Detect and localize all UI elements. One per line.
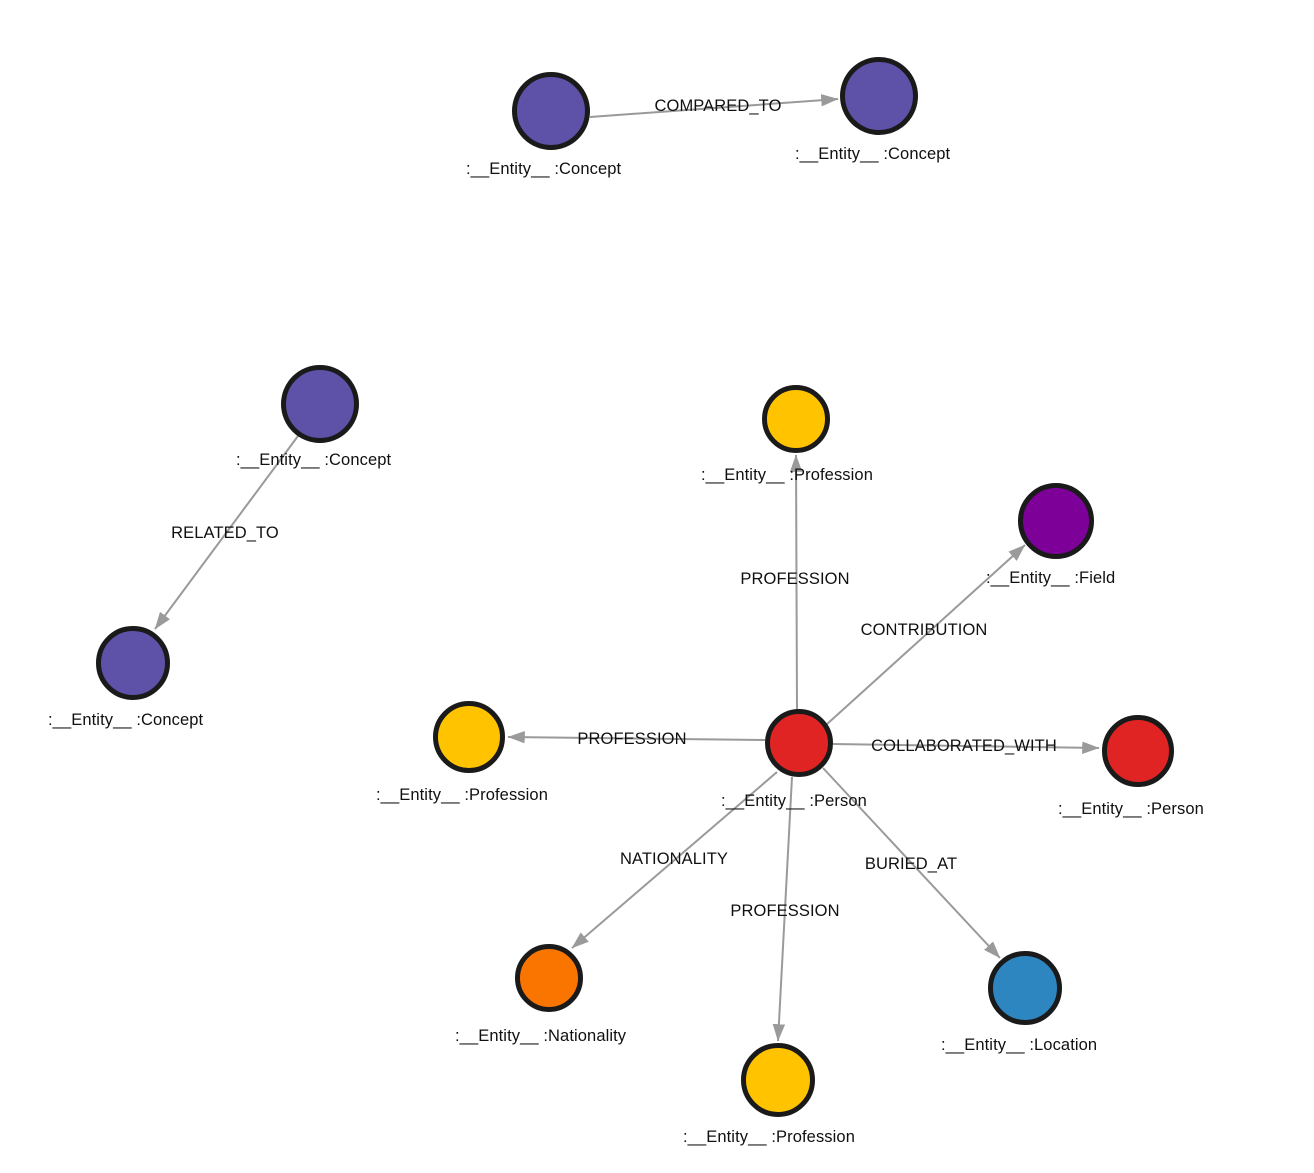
- graph-node-person[interactable]: [1102, 715, 1174, 787]
- graph-edge-line[interactable]: [154, 435, 299, 630]
- graph-node-concept[interactable]: [512, 72, 590, 150]
- node-caption: :__Entity__ :Profession: [683, 1128, 855, 1146]
- graph-node-profession[interactable]: [762, 385, 830, 453]
- graph-node-concept[interactable]: [840, 57, 918, 135]
- graph-edge-line[interactable]: [789, 454, 803, 710]
- graph-node-field[interactable]: [1018, 483, 1094, 559]
- graph-edge-line[interactable]: [507, 730, 766, 744]
- edge-caption: COLLABORATED_WITH: [871, 736, 1057, 755]
- edge-caption: CONTRIBUTION: [860, 620, 988, 639]
- edge-caption: NATIONALITY: [619, 849, 729, 868]
- node-caption: :__Entity__ :Concept: [48, 711, 204, 729]
- edge-caption: PROFESSION: [740, 569, 850, 588]
- node-caption: :__Entity__ :Concept: [795, 145, 951, 163]
- node-caption: :__Entity__ :Person: [1058, 800, 1204, 818]
- edge-caption: PROFESSION: [577, 729, 687, 748]
- node-caption: :__Entity__ :Person: [721, 792, 867, 810]
- edge-caption: PROFESSION: [730, 901, 840, 920]
- graph-node-concept[interactable]: [96, 626, 170, 700]
- node-caption: :__Entity__ :Concept: [466, 160, 622, 178]
- graph-node-nationality[interactable]: [515, 944, 583, 1012]
- graph-node-profession[interactable]: [741, 1043, 815, 1117]
- edge-caption: RELATED_TO: [171, 523, 279, 542]
- edge-caption: COMPARED_TO: [654, 96, 782, 115]
- graph-node-profession[interactable]: [433, 701, 505, 773]
- graph-edge-line[interactable]: [822, 767, 1001, 959]
- node-caption: :__Entity__ :Location: [941, 1036, 1098, 1054]
- graph-node-person[interactable]: [765, 709, 833, 777]
- graph-edge-line[interactable]: [832, 741, 1100, 754]
- node-caption: :__Entity__ :Profession: [376, 786, 548, 804]
- node-caption: :__Entity__ :Nationality: [455, 1027, 627, 1045]
- node-caption: :__Entity__ :Concept: [236, 451, 392, 469]
- graph-edge-line[interactable]: [772, 776, 793, 1042]
- graph-node-location[interactable]: [988, 951, 1062, 1025]
- graph-node-concept[interactable]: [281, 365, 359, 443]
- graph-edge-line[interactable]: [589, 94, 839, 118]
- node-caption: :__Entity__ :Field: [986, 569, 1116, 587]
- graph-edge-line[interactable]: [571, 771, 778, 949]
- node-caption: :__Entity__ :Profession: [701, 466, 873, 484]
- edge-caption: BURIED_AT: [864, 854, 958, 873]
- graph-edge-line[interactable]: [825, 544, 1026, 726]
